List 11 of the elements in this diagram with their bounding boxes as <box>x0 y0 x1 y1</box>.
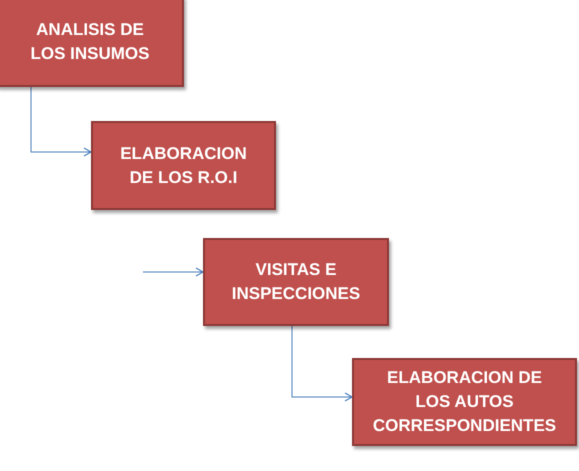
step-label: ELABORACION DE LOS R.O.I <box>119 142 248 188</box>
step-label: ELABORACION DE LOS AUTOS CORRESPONDIENTES <box>372 367 558 437</box>
step-label: VISITAS E INSPECCIONES <box>230 259 362 305</box>
step-label: ANALISIS DE LOS INSUMOS <box>29 18 150 64</box>
process-box <box>203 238 389 326</box>
process-box <box>91 121 276 210</box>
process-box <box>352 358 577 446</box>
connector-arrow <box>30 86 92 157</box>
connector-arrow <box>292 326 353 402</box>
connector-arrow <box>142 267 204 277</box>
process-box <box>0 0 184 87</box>
